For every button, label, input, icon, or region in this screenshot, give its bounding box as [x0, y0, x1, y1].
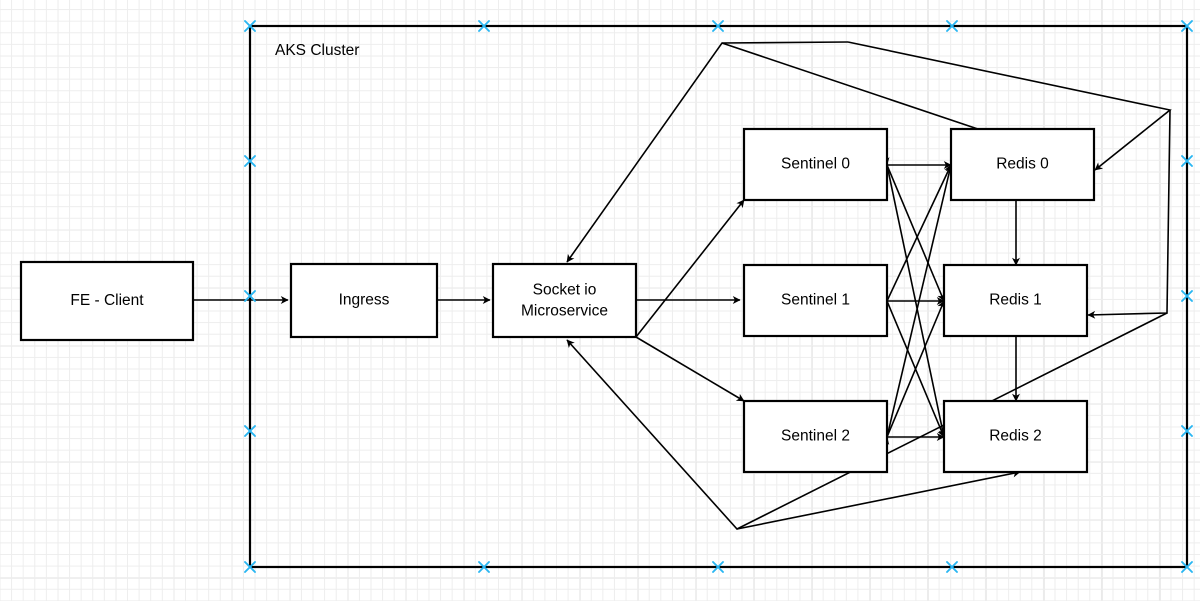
- selection-handles-group[interactable]: [244, 20, 1193, 573]
- x-handle-icon[interactable]: [946, 20, 958, 32]
- x-handle-icon[interactable]: [1181, 155, 1193, 167]
- node-box-socket-io[interactable]: [491, 262, 638, 339]
- edge-socket-to-sentinel2[interactable]: [635, 336, 745, 402]
- node-fe-client[interactable]: FE - Client: [19, 260, 195, 342]
- selection-handle[interactable]: [1181, 561, 1193, 573]
- node-label-redis-1: Redis 1: [989, 292, 1042, 309]
- selection-handle[interactable]: [1181, 425, 1193, 437]
- selection-handle[interactable]: [478, 561, 490, 573]
- node-box-redis-2[interactable]: [942, 399, 1089, 474]
- selection-handle[interactable]: [244, 561, 256, 573]
- selection-handle[interactable]: [244, 20, 256, 32]
- x-handle-icon[interactable]: [244, 425, 256, 437]
- node-label-sentinel-1: Sentinel 1: [781, 292, 850, 309]
- x-handle-icon[interactable]: [244, 20, 256, 32]
- selection-handle[interactable]: [1181, 20, 1193, 32]
- node-sentinel-1[interactable]: Sentinel 1: [742, 263, 889, 338]
- selection-handle[interactable]: [244, 155, 256, 167]
- x-handle-icon[interactable]: [478, 561, 490, 573]
- selection-handle[interactable]: [946, 561, 958, 573]
- node-redis-0[interactable]: Redis 0: [949, 127, 1096, 202]
- node-label-sentinel-2: Sentinel 2: [781, 428, 850, 445]
- node-label-socket-io-line1: Socket io: [533, 282, 597, 299]
- selection-handle[interactable]: [1181, 290, 1193, 302]
- node-label-sentinel-0: Sentinel 0: [781, 156, 850, 173]
- edge-sentinel1-redis0[interactable]: [880, 164, 952, 310]
- node-label-redis-2: Redis 2: [989, 428, 1042, 445]
- node-box-redis-1[interactable]: [942, 263, 1089, 338]
- edge-right-polyline-down[interactable]: [1087, 109, 1171, 319]
- node-label-fe-client: FE - Client: [70, 292, 144, 309]
- node-box-sentinel-1[interactable]: [742, 263, 889, 338]
- x-handle-icon[interactable]: [946, 561, 958, 573]
- node-ingress[interactable]: Ingress: [289, 262, 439, 339]
- x-handle-icon[interactable]: [1181, 290, 1193, 302]
- node-box-fe-client[interactable]: [19, 260, 195, 342]
- node-label-ingress: Ingress: [339, 292, 390, 309]
- x-handle-icon[interactable]: [244, 561, 256, 573]
- edge-sentinel2-redis1[interactable]: [880, 300, 945, 446]
- x-handle-icon[interactable]: [712, 561, 724, 573]
- edges-group: [193, 41, 1172, 530]
- selection-handle[interactable]: [244, 425, 256, 437]
- x-handle-icon[interactable]: [244, 155, 256, 167]
- node-box-sentinel-0[interactable]: [742, 127, 889, 202]
- node-sentinel-2[interactable]: Sentinel 2: [742, 399, 889, 474]
- node-socket-io[interactable]: Socket io Microservice: [491, 262, 638, 339]
- node-box-ingress[interactable]: [289, 262, 439, 339]
- node-box-redis-0[interactable]: [949, 127, 1096, 202]
- selection-handle[interactable]: [946, 20, 958, 32]
- x-handle-icon[interactable]: [1181, 561, 1193, 573]
- x-handle-icon[interactable]: [712, 20, 724, 32]
- node-redis-2[interactable]: Redis 2: [942, 399, 1089, 474]
- x-handle-icon[interactable]: [244, 290, 256, 302]
- x-handle-icon[interactable]: [478, 20, 490, 32]
- aks-cluster-label: AKS Cluster: [275, 42, 359, 59]
- x-handle-icon[interactable]: [1181, 425, 1193, 437]
- selection-handle[interactable]: [712, 561, 724, 573]
- edge-socket-to-redis2[interactable]: [736, 469, 1021, 530]
- selection-handle[interactable]: [244, 290, 256, 302]
- node-sentinel-0[interactable]: Sentinel 0: [742, 127, 889, 202]
- selection-handle[interactable]: [1181, 155, 1193, 167]
- edge-socket-to-sentinel0[interactable]: [635, 199, 745, 338]
- selection-handle[interactable]: [478, 20, 490, 32]
- node-label-socket-io-line2: Microservice: [521, 303, 608, 320]
- node-label-redis-0: Redis 0: [996, 156, 1049, 173]
- node-box-sentinel-2[interactable]: [742, 399, 889, 474]
- selection-handle[interactable]: [712, 20, 724, 32]
- node-redis-1[interactable]: Redis 1: [942, 263, 1089, 338]
- x-handle-icon[interactable]: [1181, 20, 1193, 32]
